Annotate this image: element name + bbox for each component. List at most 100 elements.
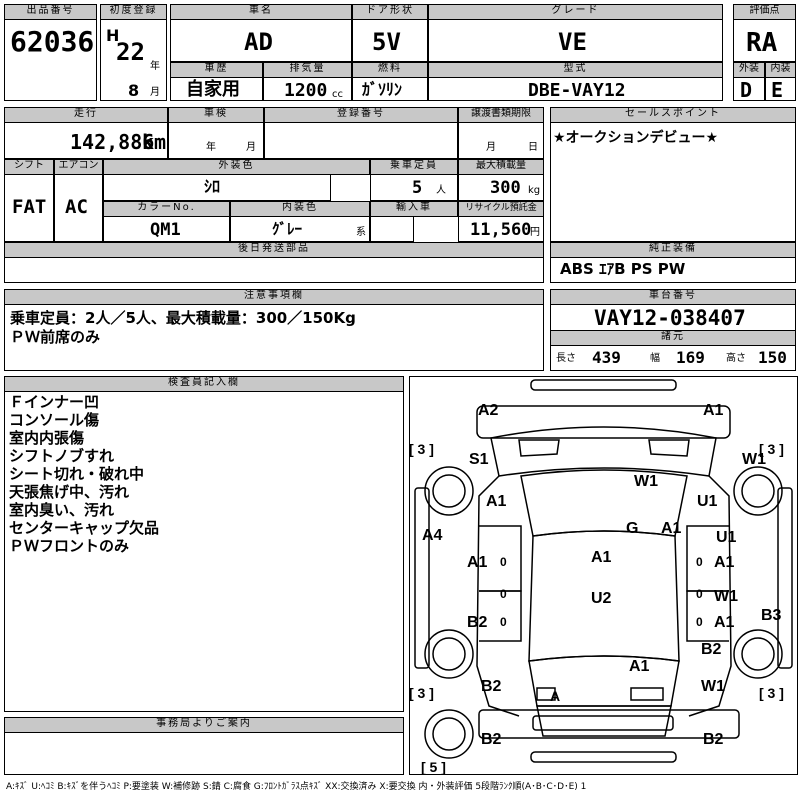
- overall-score: RA: [746, 28, 778, 58]
- dmg-a1-front-right: A1: [703, 402, 724, 419]
- door-header: ドア形状: [352, 4, 428, 20]
- import-header: 輸入車: [370, 201, 458, 217]
- shift-header: シフト: [4, 159, 54, 175]
- car-damage-diagram: A2 A1 [ 3 ] [ 3 ] S1 W1 W1 A1 U1 A4 G A1…: [409, 379, 793, 775]
- lot-number: 62036: [10, 25, 95, 58]
- color-no: QM1: [150, 220, 181, 240]
- displacement: 1200: [284, 80, 328, 101]
- inspection-header: 車検: [168, 107, 264, 123]
- ext-color-header: 外装色: [103, 159, 370, 175]
- spare-tire-score: [ 5 ]: [421, 759, 446, 775]
- notes-line-2: ＰＷ前席のみ: [10, 328, 101, 346]
- reg-month-unit: 月: [150, 87, 160, 98]
- dmg-b2-left-quarter: B2: [481, 678, 502, 695]
- rear-left-tire: [424, 629, 474, 679]
- notes-header: 注意事項欄: [4, 289, 544, 305]
- transfer-header: 譲渡書類期限: [458, 107, 544, 123]
- dmg-a2: A2: [478, 402, 499, 419]
- inspector-note: シフトノブすれ: [9, 447, 115, 465]
- mileage-unit: km: [142, 130, 167, 154]
- first-reg-header: 初度登録: [100, 4, 167, 20]
- tire-rear-left-score: [ 3 ]: [409, 685, 434, 701]
- dmg-zero-right-2: 0: [696, 587, 703, 601]
- max-load-unit: kg: [528, 185, 541, 196]
- dmg-a1-left-fender: A1: [486, 493, 507, 510]
- dmg-u1-right-door: U1: [716, 529, 737, 546]
- inspector-note: 室内内張傷: [9, 429, 85, 447]
- inspector-notes: Ｆインナー凹 コンソール傷 室内内張傷 シフトノブすれ シート切れ・破れ中 天張…: [9, 393, 159, 555]
- inspector-note: シート切れ・破れ中: [9, 465, 145, 483]
- office-header: 事務局よりご案内: [4, 717, 404, 733]
- headlight-left: [518, 439, 560, 457]
- score-header: 評価点: [733, 4, 796, 20]
- height-value: 150: [758, 348, 787, 367]
- dmg-a1-windshield: A1: [661, 520, 682, 537]
- history-header: 車歴: [170, 62, 263, 78]
- dmg-u2: U2: [591, 590, 612, 607]
- int-color-suffix: 系: [356, 227, 366, 238]
- model-header: 型式: [428, 62, 723, 78]
- recycle-value: 11,560: [470, 220, 532, 240]
- int-color: ｸﾞﾚｰ: [272, 220, 303, 238]
- dmg-a1-back-door: A1: [629, 658, 650, 675]
- tire-rear-right-score: [ 3 ]: [759, 685, 784, 701]
- front-left-wheel: [432, 474, 466, 508]
- chassis-header: 車台番号: [550, 289, 796, 305]
- left-sill-outline: [414, 487, 430, 669]
- dmg-b2-bumper-right: B2: [703, 731, 724, 748]
- inspection-month-unit: 月: [246, 142, 256, 153]
- dmg-a-plate: A: [550, 688, 560, 704]
- equipment-header: 純正装備: [550, 242, 796, 258]
- ext-color-divider: [330, 175, 370, 201]
- lot-header: 出品番号: [4, 4, 97, 20]
- door-type: 5V: [372, 28, 401, 56]
- dmg-g: G: [626, 520, 638, 537]
- tailgate-outline: [536, 705, 672, 737]
- inspector-note: ＰＷフロントのみ: [9, 537, 130, 555]
- reg-no-header: 登録番号: [264, 107, 458, 123]
- max-load-value: 300: [490, 178, 521, 198]
- front-right-tire: [733, 466, 783, 516]
- lot-cell: [4, 4, 97, 101]
- reg-year-unit: 年: [150, 61, 160, 72]
- inspector-note: Ｆインナー凹: [9, 393, 100, 411]
- rear-right-wheel: [741, 637, 775, 671]
- capacity-unit: 人: [436, 185, 446, 196]
- dmg-b3: B3: [761, 607, 782, 624]
- recycle-header: リサイクル預託金: [458, 201, 544, 217]
- grade: VE: [558, 28, 587, 56]
- dmg-u1-right: U1: [697, 493, 718, 510]
- recycle-unit: 円: [530, 227, 540, 238]
- grade-header: グレード: [428, 4, 723, 20]
- front-right-wheel: [741, 474, 775, 508]
- mileage-value: 142,886: [70, 130, 155, 154]
- width-label: 幅: [650, 353, 660, 364]
- right-rear-door: [686, 590, 729, 642]
- aircon: AC: [65, 196, 88, 218]
- dmg-zero-left-3: 0: [500, 615, 507, 629]
- dmg-w1-hood: W1: [634, 473, 658, 490]
- model-code: DBE-VAY12: [528, 80, 626, 101]
- reg-year: 22: [116, 38, 145, 66]
- rear-lamp-left: [536, 687, 556, 701]
- dmg-zero-right-3: 0: [696, 615, 703, 629]
- rear-glass-outline: [528, 655, 680, 707]
- damage-diagram-frame: [409, 376, 798, 775]
- displacement-unit: cc: [332, 89, 343, 100]
- width-value: 169: [676, 348, 705, 367]
- dmg-b2-bumper-left: B2: [481, 731, 502, 748]
- reg-month: 8: [128, 81, 140, 100]
- notes-line-1: 乗車定員：2人／5人、最大積載量：300／150Kg: [10, 309, 356, 327]
- int-score-header: 内装: [765, 62, 796, 78]
- legend: A:ｷｽﾞ U:ﾍｺﾐ B:ｷｽﾞを伴うﾍｺﾐ P:要塗装 W:補修跡 S:錆 …: [6, 782, 587, 792]
- rear-step-outline: [530, 751, 677, 763]
- dmg-w1-right-quarter: W1: [701, 678, 725, 695]
- inspector-note: コンソール傷: [9, 411, 100, 429]
- rear-left-wheel: [432, 637, 466, 671]
- rear-garnish-outline: [532, 715, 674, 731]
- rear-bumper-outline: [478, 709, 740, 739]
- left-rear-door: [479, 590, 522, 642]
- dmg-a1-left-door: A1: [467, 554, 488, 571]
- interior-score: E: [771, 78, 784, 102]
- dmg-s1: S1: [469, 451, 489, 468]
